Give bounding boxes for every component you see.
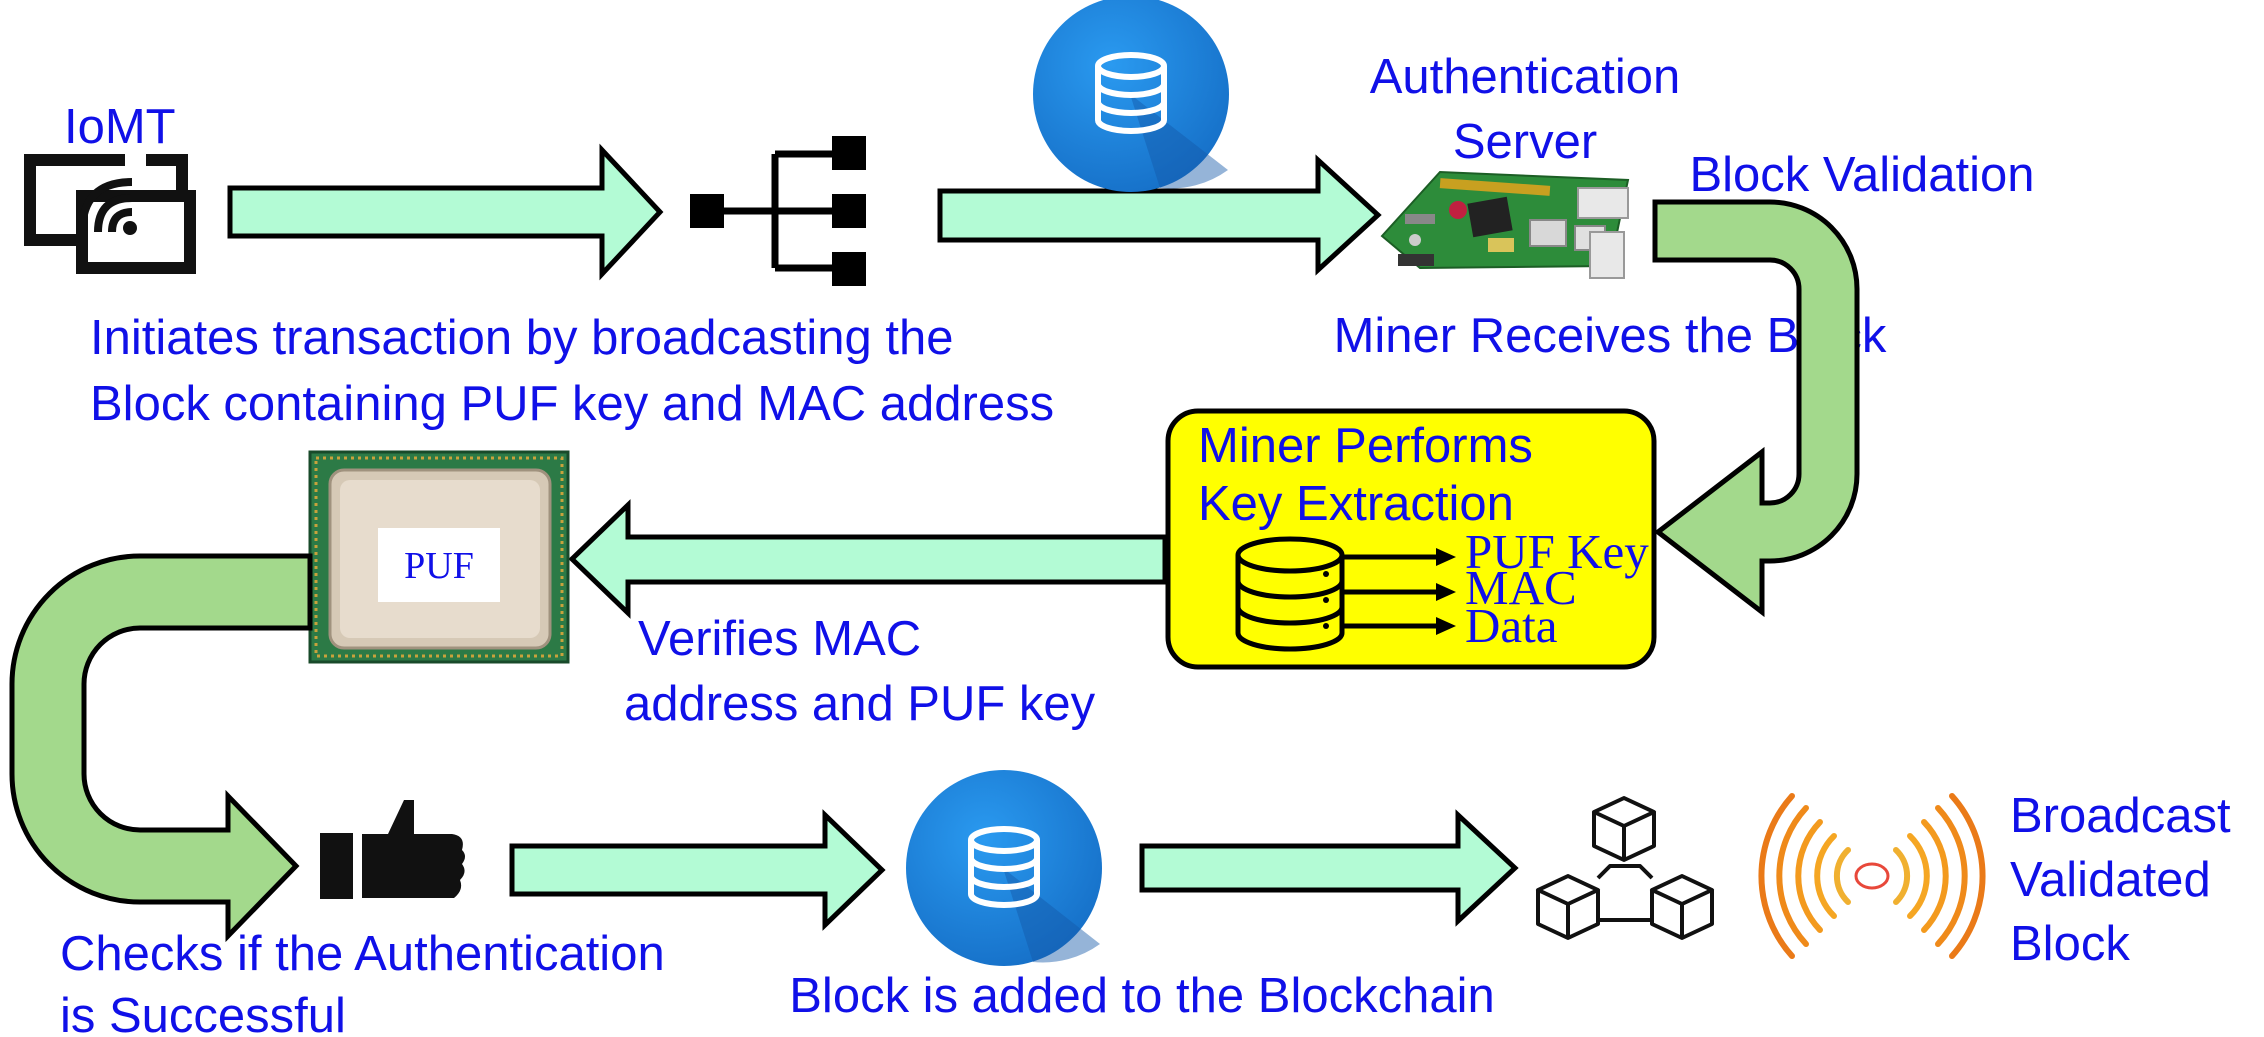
database-stack-icon [1235,536,1345,652]
checks-label-line2: is Successful [60,989,346,1037]
extraction-arrows [1342,548,1456,635]
flow-arrow-db-to-blockchain [1139,809,1519,927]
broadcast-label-line1: Broadcast [2010,789,2231,843]
puf-key-label: PUF Key [1465,524,1649,579]
verifies-label-line1: Verifies MAC [638,612,921,666]
database-icon-bottom [906,770,1102,966]
thumbs-up-icon [320,800,465,899]
block-validation-label: Block Validation [1689,148,2034,202]
checks-label-line1: Checks if the Authentication [60,927,665,981]
verifies-label-line2: address and PUF key [624,677,1096,731]
puf-chip-label: PUF [404,545,474,587]
broadcast-label-line3: Block [2010,917,2130,971]
flow-arrow-miner-to-puf [568,499,1168,619]
curved-arrow-block-validation [1652,199,1860,618]
miner-performs-label-line2: Key Extraction [1198,477,1514,531]
miner-performs-label-line1: Miner Performs [1198,419,1533,473]
flow-arrow-check-to-db [509,809,886,931]
broadcast-label-line2: Validated [2010,853,2211,907]
iomt-device-icon [24,154,196,274]
block-added-label: Block is added to the Blockchain [789,969,1494,1023]
auth-server-label-line1: Authentication [1370,50,1681,104]
network-tree-icon [690,136,866,286]
flow-arrow-iomt-to-network [227,143,664,281]
raspberry-pi-board-icon [1380,170,1630,279]
curved-arrow-puf-to-check [9,553,313,943]
blockchain-cubes-icon [1536,796,1714,940]
puf-chip-icon [308,450,570,664]
iomt-label: IoMT [64,100,176,154]
initiates-label-line1: Initiates transaction by broadcasting th… [90,311,953,365]
miner-receives-label: Miner Receives the Block [1334,309,1887,363]
mac-label: MAC [1465,560,1577,615]
broadcast-signal-icon [1758,793,1986,959]
key-extraction-box [1165,408,1657,670]
flow-arrow-network-to-server [937,154,1382,276]
database-icon-top [1033,0,1229,192]
data-label: Data [1465,598,1558,653]
initiates-label-line2: Block containing PUF key and MAC address [90,377,1054,431]
auth-server-label-line2: Server [1453,115,1597,169]
